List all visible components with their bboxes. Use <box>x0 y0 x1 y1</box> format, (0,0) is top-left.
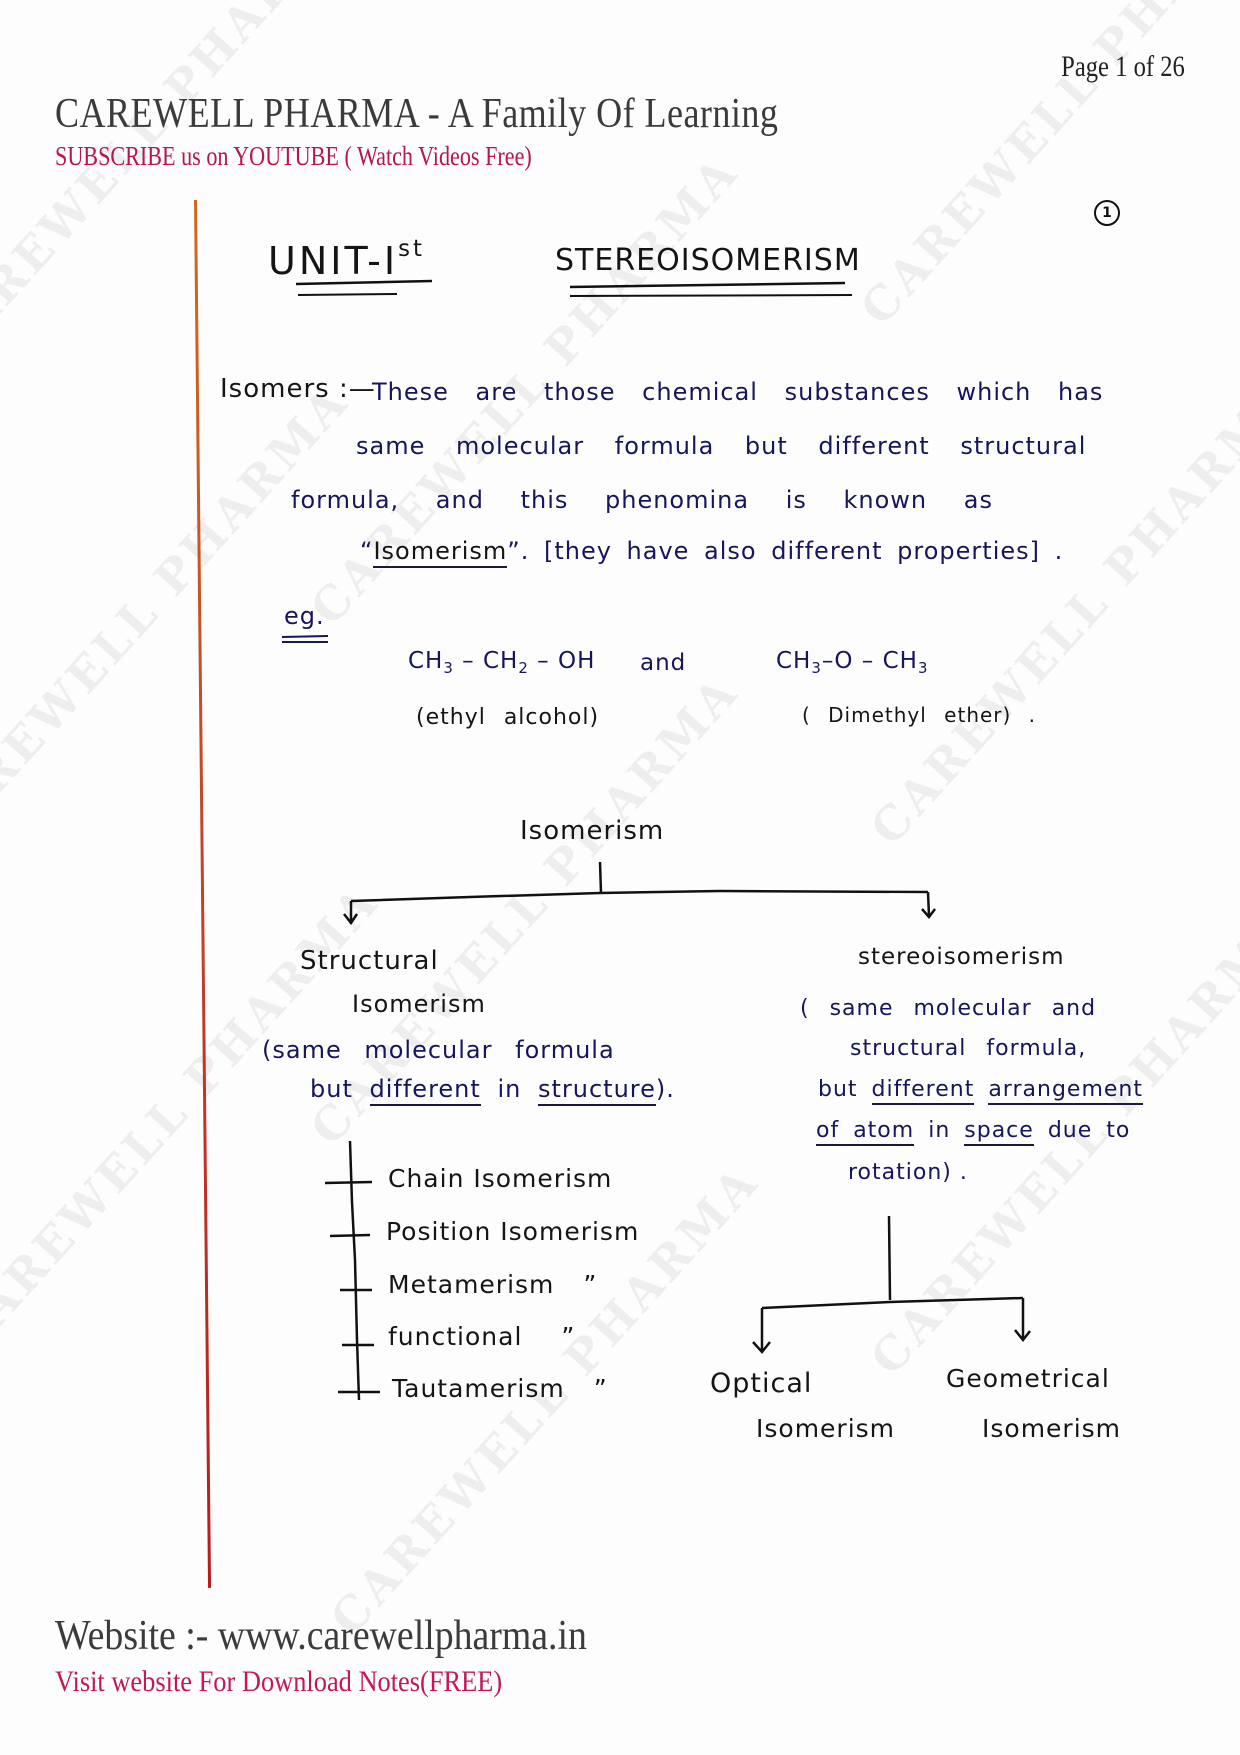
margin-rule <box>194 199 212 1588</box>
compound-2-name: ( Dimethyl ether) . <box>802 703 1037 727</box>
structural-type-functional: functional ” <box>388 1322 576 1351</box>
formula-part: CH <box>408 648 444 674</box>
formula-subscript: 2 <box>518 659 529 678</box>
stereo-desc-2: structural formula, <box>850 1036 1087 1061</box>
desc-word: due to <box>1047 1118 1131 1143</box>
topic-title: STEREOISOMERISM <box>555 243 861 278</box>
example-label: eg. <box>284 602 325 630</box>
stereo-desc-5: rotation) . <box>848 1160 968 1185</box>
definition-line-4: “Isomerism”. [they have also different p… <box>360 537 1064 568</box>
subscribe-link[interactable]: SUBSCRIBE us on YOUTUBE ( Watch Videos F… <box>55 141 532 171</box>
structural-type-position: Position Isomerism <box>386 1217 640 1246</box>
isomerism-term: Isomerism <box>373 537 508 568</box>
compound-2-formula: CH3–O – CH3 <box>776 648 928 677</box>
desc-word: in <box>497 1075 522 1103</box>
formula-part: – CH <box>453 648 519 674</box>
structural-title-2: Isomerism <box>352 990 486 1018</box>
tree-root: Isomerism <box>520 816 665 846</box>
desc-word-underlined: structure <box>537 1075 656 1106</box>
definition-line-2: same molecular formula but different str… <box>356 432 1087 460</box>
structural-desc-2: but different in structure). <box>310 1075 675 1106</box>
desc-word: but <box>818 1077 858 1102</box>
desc-word-underlined: space <box>964 1118 1034 1146</box>
structural-type-tautamerism: Tautamerism ” <box>392 1374 608 1403</box>
stereo-desc-1: ( same molecular and <box>800 996 1097 1021</box>
unit-label: UNIT-I <box>268 239 399 284</box>
example-connector: and <box>640 650 687 676</box>
compound-1-formula: CH3 – CH2 – OH <box>408 648 595 677</box>
formula-subscript: 3 <box>811 659 822 678</box>
desc-word-underlined: arrangement <box>988 1077 1143 1105</box>
definition-line-3: formula, and this phenomina is known as <box>291 486 993 514</box>
definition-rest: ”. [they have also different properties]… <box>507 537 1064 565</box>
download-notes-link[interactable]: Visit website For Download Notes(FREE) <box>55 1665 503 1698</box>
compound-1-name: (ethyl alcohol) <box>416 705 600 730</box>
watermark: CAREWELL PHARMA <box>0 0 370 376</box>
page-indicator: Page 1 of 26 <box>1061 50 1185 83</box>
formula-subscript: 3 <box>443 659 454 678</box>
website-link[interactable]: Website :- www.carewellpharma.in <box>55 1613 587 1659</box>
desc-word-underlined: different <box>871 1077 975 1105</box>
structural-desc-1: (same molecular formula <box>262 1036 615 1064</box>
desc-word-underlined: different <box>369 1075 481 1106</box>
stereo-desc-4: of atom in space due to <box>816 1118 1131 1146</box>
desc-word: ). <box>655 1075 675 1103</box>
geometrical-isomerism-line-2: Isomerism <box>982 1414 1122 1443</box>
definition-term: Isomers :— <box>220 374 376 404</box>
formula-subscript: 3 <box>917 659 929 678</box>
formula-part: – OH <box>528 648 596 674</box>
unit-suffix: st <box>398 236 425 262</box>
open-quote: “ <box>360 537 374 565</box>
geometrical-isomerism-line-1: Geometrical <box>946 1364 1110 1393</box>
structural-title-1: Structural <box>300 946 439 976</box>
formula-part: CH <box>776 648 812 674</box>
optical-isomerism-line-1: Optical <box>710 1368 813 1399</box>
brand-title: CAREWELL PHARMA - A Family Of Learning <box>55 91 779 137</box>
stereo-desc-3: but different arrangement <box>818 1077 1143 1105</box>
structural-type-metamerism: Metamerism ” <box>388 1270 598 1299</box>
desc-word: but <box>310 1075 353 1103</box>
structural-type-chain: Chain Isomerism <box>388 1164 613 1193</box>
definition-line-1: These are those chemical substances whic… <box>372 378 1104 406</box>
desc-word: in <box>928 1118 951 1143</box>
desc-word-underlined: of atom <box>816 1118 915 1146</box>
formula-part: –O – CH <box>821 648 918 674</box>
page-marker: 1 <box>1094 200 1120 226</box>
optical-isomerism-line-2: Isomerism <box>756 1414 896 1443</box>
stereo-title: stereoisomerism <box>858 944 1065 970</box>
unit-heading: UNIT-Ist <box>268 236 425 283</box>
